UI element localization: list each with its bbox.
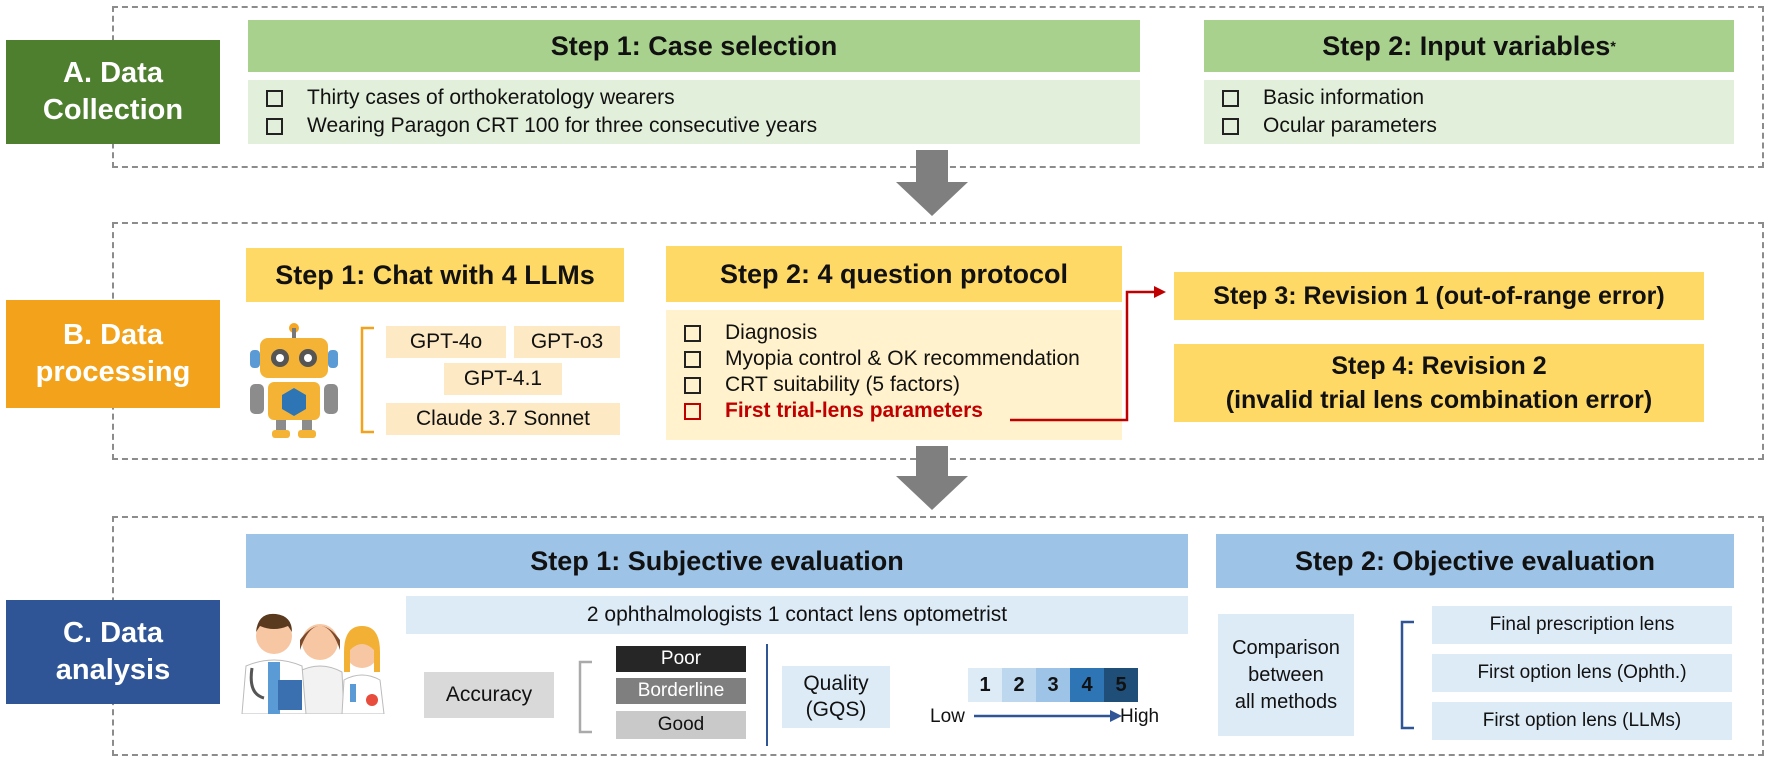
list-item: Ocular parameters: [1222, 112, 1734, 140]
checkbox-icon: [684, 350, 701, 368]
gqs-scale: 1 2 3 4 5: [968, 668, 1138, 702]
section-b-label: B. Data processing: [6, 300, 220, 408]
list-item: First trial-lens parameters: [684, 398, 1122, 424]
section-a-label: A. Data Collection: [6, 40, 220, 144]
c-step1-title: Step 1: Subjective evaluation: [246, 534, 1188, 588]
accuracy-poor: Poor: [616, 646, 746, 672]
accuracy-label: Accuracy: [424, 672, 554, 718]
quality-label: Quality (GQS): [782, 666, 890, 728]
down-arrow-icon: [896, 150, 968, 216]
checkbox-icon: [684, 402, 701, 420]
list-item: Myopia control & OK recommendation: [684, 346, 1122, 372]
model-chip: GPT-o3: [514, 326, 620, 358]
checkbox-icon: [684, 324, 701, 342]
raters-bar: 2 ophthalmologists 1 contact lens optome…: [406, 596, 1188, 634]
b-step4-title: Step 4: Revision 2 (invalid trial lens c…: [1174, 344, 1704, 422]
checkbox-icon: [266, 117, 283, 135]
b-step2-title: Step 2: 4 question protocol: [666, 246, 1122, 302]
list-item: Thirty cases of orthokeratology wearers: [266, 84, 1140, 112]
model-chip: GPT-4o: [386, 326, 506, 358]
model-chip: GPT-4.1: [444, 363, 562, 395]
list-item: Basic information: [1222, 84, 1734, 112]
lens-item: First option lens (Ophth.): [1432, 654, 1732, 692]
gqs-score: 2: [1002, 668, 1036, 702]
b-step1-title: Step 1: Chat with 4 LLMs: [246, 248, 624, 302]
accuracy-good: Good: [616, 711, 746, 739]
a-step2-title: Step 2: Input variables*: [1204, 20, 1734, 72]
divider: [766, 644, 768, 746]
bracket-icon: [360, 326, 374, 434]
checkbox-icon: [1222, 117, 1239, 135]
c-step2-title: Step 2: Objective evaluation: [1216, 534, 1734, 588]
checkbox-icon: [266, 89, 283, 107]
bracket-icon: [1400, 620, 1414, 730]
robot-icon: [250, 323, 338, 438]
gqs-score: 5: [1104, 668, 1138, 702]
down-arrow-icon: [896, 446, 968, 510]
scale-arrow-icon: [974, 710, 1122, 722]
gqs-score: 3: [1036, 668, 1070, 702]
list-item: Wearing Paragon CRT 100 for three consec…: [266, 112, 1140, 140]
gqs-score: 1: [968, 668, 1002, 702]
accuracy-borderline: Borderline: [616, 678, 746, 704]
checkbox-icon: [1222, 89, 1239, 107]
bracket-icon: [578, 660, 592, 734]
list-item: CRT suitability (5 factors): [684, 372, 1122, 398]
gqs-score: 4: [1070, 668, 1104, 702]
b-step2-list: Diagnosis Myopia control & OK recommenda…: [666, 310, 1122, 440]
checkbox-icon: [684, 376, 701, 394]
scale-low-label: Low: [930, 706, 965, 727]
lens-item: Final prescription lens: [1432, 606, 1732, 644]
a-step1-list: Thirty cases of orthokeratology wearers …: [248, 80, 1140, 144]
list-item: Diagnosis: [684, 320, 1122, 346]
scale-high-label: High: [1120, 706, 1160, 727]
comparison-box: Comparison between all methods: [1218, 614, 1354, 736]
lens-item: First option lens (LLMs): [1432, 702, 1732, 740]
b-step3-title: Step 3: Revision 1 (out-of-range error): [1174, 272, 1704, 320]
section-c-label: C. Data analysis: [6, 600, 220, 704]
a-step1-title: Step 1: Case selection: [248, 20, 1140, 72]
a-step2-list: Basic information Ocular parameters: [1204, 80, 1734, 144]
model-chip: Claude 3.7 Sonnet: [386, 403, 620, 435]
doctors-icon: [241, 613, 385, 714]
red-arrow-icon: [1010, 286, 1166, 422]
